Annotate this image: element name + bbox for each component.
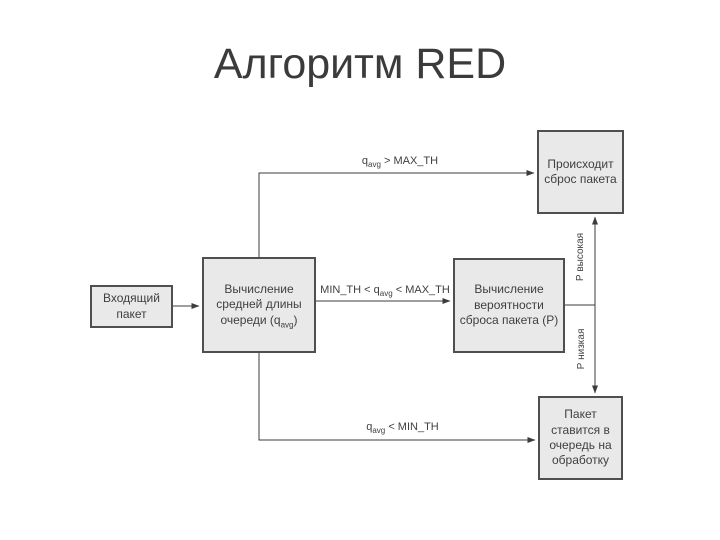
flow-node-label: Вычисление средней длины очереди (qavg) [216, 281, 302, 330]
flow-node-label: Пакет ставится в очередь на обработку [549, 407, 612, 468]
page-title: Алгоритм RED [213, 40, 507, 88]
connector-compute-avg-to-drop [258, 170, 535, 257]
flow-node-packet-enqueued: Пакет ставится в очередь на обработку [538, 396, 623, 480]
flow-node-packet-drop: Происходит сброс пакета [537, 130, 624, 214]
flow-node-label: Вычисление вероятности сброса пакета (P) [459, 282, 559, 328]
flow-node-label: Входящий пакет [103, 291, 160, 321]
connector-compute-avg-to-enqueue [258, 353, 536, 443]
flow-node-incoming-packet: Входящий пакет [90, 285, 173, 328]
flow-node-compute-average-queue-length: Вычисление средней длины очереди (qavg) [202, 257, 316, 353]
edge-label-p-low: Р низкая [576, 328, 587, 370]
edge-label-qavg-between-thresholds: MIN_TH < qavg < MAX_TH [320, 284, 450, 299]
edge-label-p-high: Р высокая [575, 232, 586, 282]
flow-node-label: Происходит сброс пакета [544, 156, 617, 186]
edge-label-qavg-below-min-th: qavg < MIN_TH [366, 421, 439, 436]
edge-label-qavg-above-max-th: qavg > MAX_TH [361, 155, 439, 170]
flow-node-compute-drop-probability: Вычисление вероятности сброса пакета (P) [453, 258, 565, 353]
